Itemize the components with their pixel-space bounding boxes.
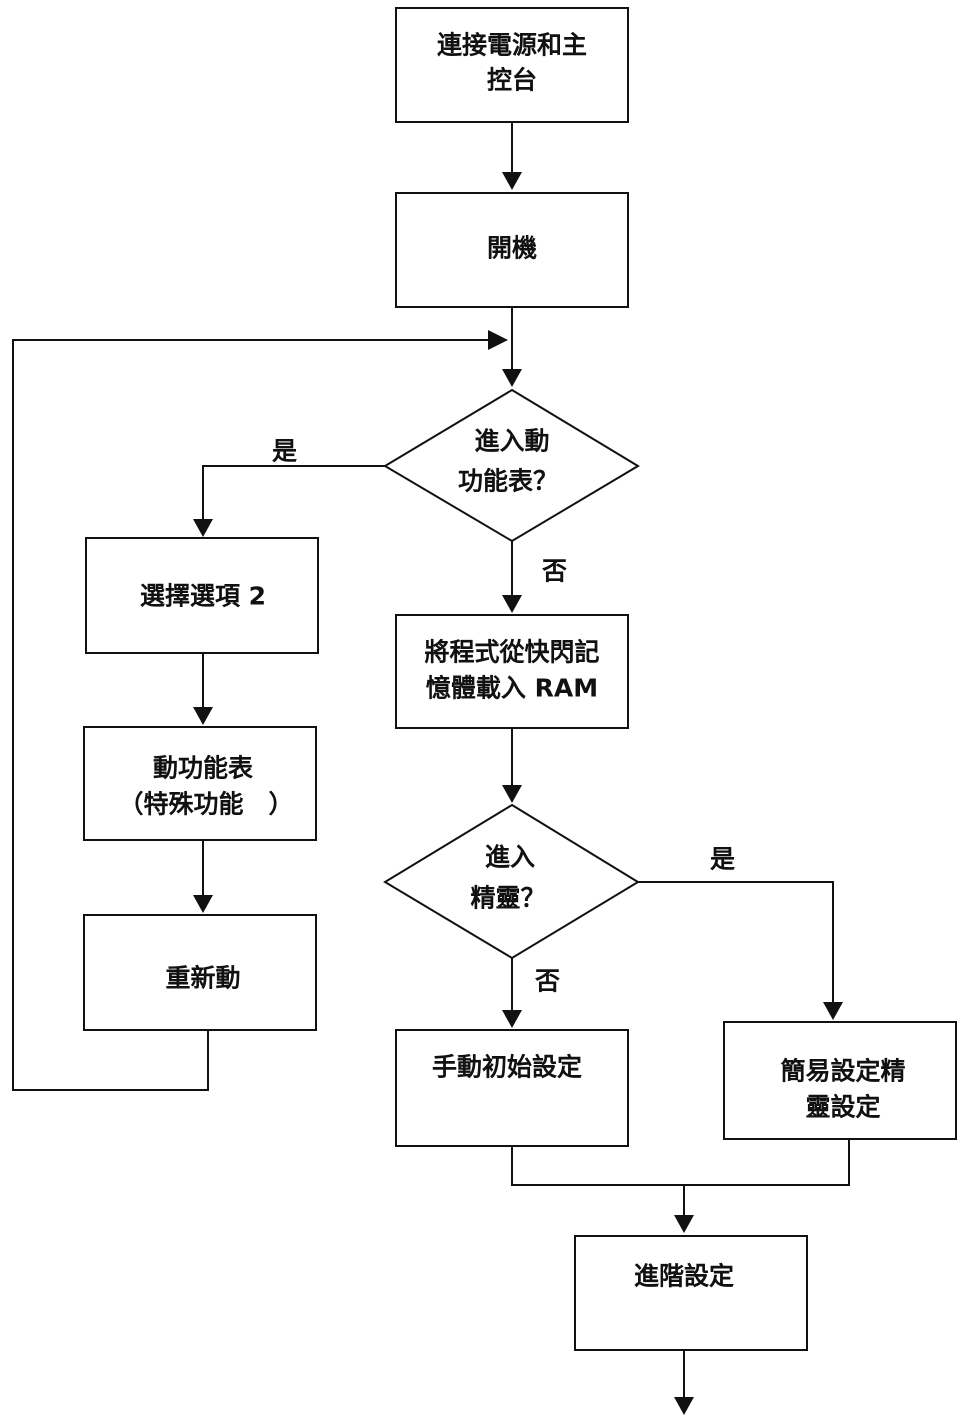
node-restart: 重新動 (83, 914, 317, 1031)
arrowhead (193, 519, 213, 537)
decision-enter-menu-line-2: 功能表？ (458, 467, 558, 496)
arrowhead (193, 707, 213, 725)
node-special-menu: 動功能表 （特殊功能 ） (83, 726, 317, 841)
node-advanced-setup-label: 進階設定 (634, 1262, 734, 1291)
decision-enter-wizard-line-2: 精靈？ (470, 884, 545, 913)
arrowhead (502, 595, 522, 613)
node-select-option: 選擇選項 2 (85, 537, 319, 654)
edge-label-wizard-no: 否 (534, 967, 560, 996)
node-manual-setup: 手動初始設定 (395, 1029, 629, 1147)
node-connect-power-line-1: 連接電源和主 (437, 31, 587, 60)
node-easy-wizard: 簡易設定精 靈設定 (723, 1021, 957, 1140)
node-power-on-label: 開機 (487, 234, 537, 263)
connector-wizard-yes (638, 881, 834, 1005)
node-easy-wizard-line-1: 簡易設定精 (780, 1057, 905, 1086)
node-select-option-label: 選擇選項 2 (140, 582, 266, 611)
arrowhead (823, 1002, 843, 1020)
node-load-program: 將程式從快閃記 憶體載入 RAM (395, 614, 629, 729)
node-easy-wizard-line-2: 靈設定 (805, 1093, 880, 1122)
edge-labels: 是 否 是 否 (272, 437, 735, 996)
node-connect-power-line-2: 控台 (487, 66, 537, 95)
node-restart-label: 重新動 (165, 964, 240, 993)
node-advanced-setup: 進階設定 (574, 1235, 808, 1351)
connector-merge (511, 1139, 850, 1186)
decision-enter-menu: 進入動 功能表？ (383, 388, 640, 543)
edge-label-menu-no: 否 (541, 557, 567, 586)
decision-enter-menu-line-1: 進入動 (474, 427, 549, 456)
arrowhead (193, 895, 213, 913)
node-power-on: 開機 (395, 192, 629, 308)
node-connect-power: 連接電源和主 控台 (395, 7, 629, 123)
arrowhead (502, 785, 522, 803)
node-manual-setup-label: 手動初始設定 (432, 1053, 582, 1082)
node-special-menu-line-1: 動功能表 (153, 754, 254, 783)
decision-enter-wizard-line-1: 進入 (485, 843, 535, 872)
node-load-program-line-1: 將程式從快閃記 (424, 638, 599, 667)
decision-enter-wizard: 進入 精靈？ (383, 803, 640, 960)
arrowhead (502, 369, 522, 387)
arrowhead (674, 1397, 694, 1415)
edge-label-wizard-yes: 是 (710, 845, 735, 874)
arrowhead (502, 172, 522, 190)
arrowhead (674, 1215, 694, 1233)
node-load-program-line-2: 憶體載入 RAM (426, 674, 598, 703)
arrowhead (488, 330, 508, 350)
connector-restart-loop (12, 339, 490, 1091)
arrowhead (502, 1010, 522, 1028)
connectors (12, 122, 850, 1400)
edge-label-menu-yes: 是 (272, 437, 297, 466)
node-special-menu-line-2: （特殊功能 ） (118, 790, 293, 819)
arrowheads (193, 172, 843, 1415)
connector-menu-yes (202, 465, 385, 522)
